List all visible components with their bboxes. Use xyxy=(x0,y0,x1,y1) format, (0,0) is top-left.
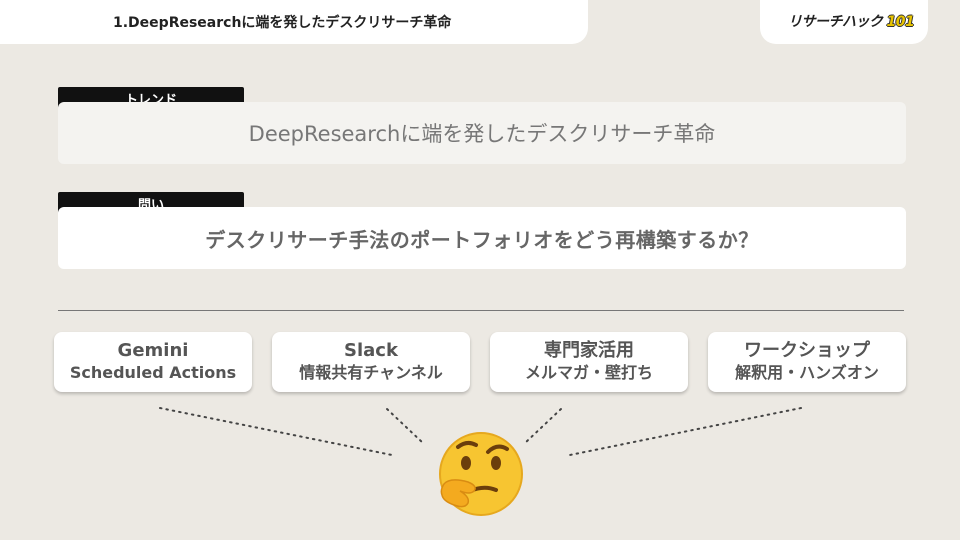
card-title: ワークショップ xyxy=(744,340,870,361)
question-text: デスクリサーチ手法のポートフォリオをどう再構築するか？ xyxy=(205,227,759,252)
card-expert: 専門家活用 メルマガ・壁打ち xyxy=(490,332,688,392)
connector-line xyxy=(524,408,562,444)
page-title: 1.DeepResearchに端を発したデスクリサーチ革命 xyxy=(113,15,452,31)
card-subtitle: Scheduled Actions xyxy=(69,363,237,382)
card-title: 専門家活用 xyxy=(544,340,634,361)
card-subtitle: 情報共有チャンネル xyxy=(299,363,443,382)
divider xyxy=(58,310,904,311)
trend-text: DeepResearchに端を発したデスクリサーチ革命 xyxy=(248,122,716,146)
thinking-face-icon xyxy=(439,432,523,516)
connector-line xyxy=(386,408,424,444)
connector-line xyxy=(569,407,802,456)
card-subtitle: メルマガ・壁打ち xyxy=(524,363,653,382)
card-workshop: ワークショップ 解釈用・ハンズオン xyxy=(708,332,906,392)
logo-number: 101 xyxy=(886,14,915,30)
question-bar: デスクリサーチ手法のポートフォリオをどう再構築するか？ xyxy=(58,207,906,269)
card-title: Gemini xyxy=(117,340,189,361)
card-subtitle: 解釈用・ハンズオン xyxy=(735,363,879,382)
connector-line xyxy=(159,407,393,456)
card-gemini: Gemini Scheduled Actions xyxy=(54,332,252,392)
header-tab: 1.DeepResearchに端を発したデスクリサーチ革命 xyxy=(0,0,588,44)
logo-name: リサーチハック xyxy=(788,14,883,30)
card-title: Slack xyxy=(344,340,398,361)
card-slack: Slack 情報共有チャンネル xyxy=(272,332,470,392)
trend-bar: DeepResearchに端を発したデスクリサーチ革命 xyxy=(58,102,906,164)
